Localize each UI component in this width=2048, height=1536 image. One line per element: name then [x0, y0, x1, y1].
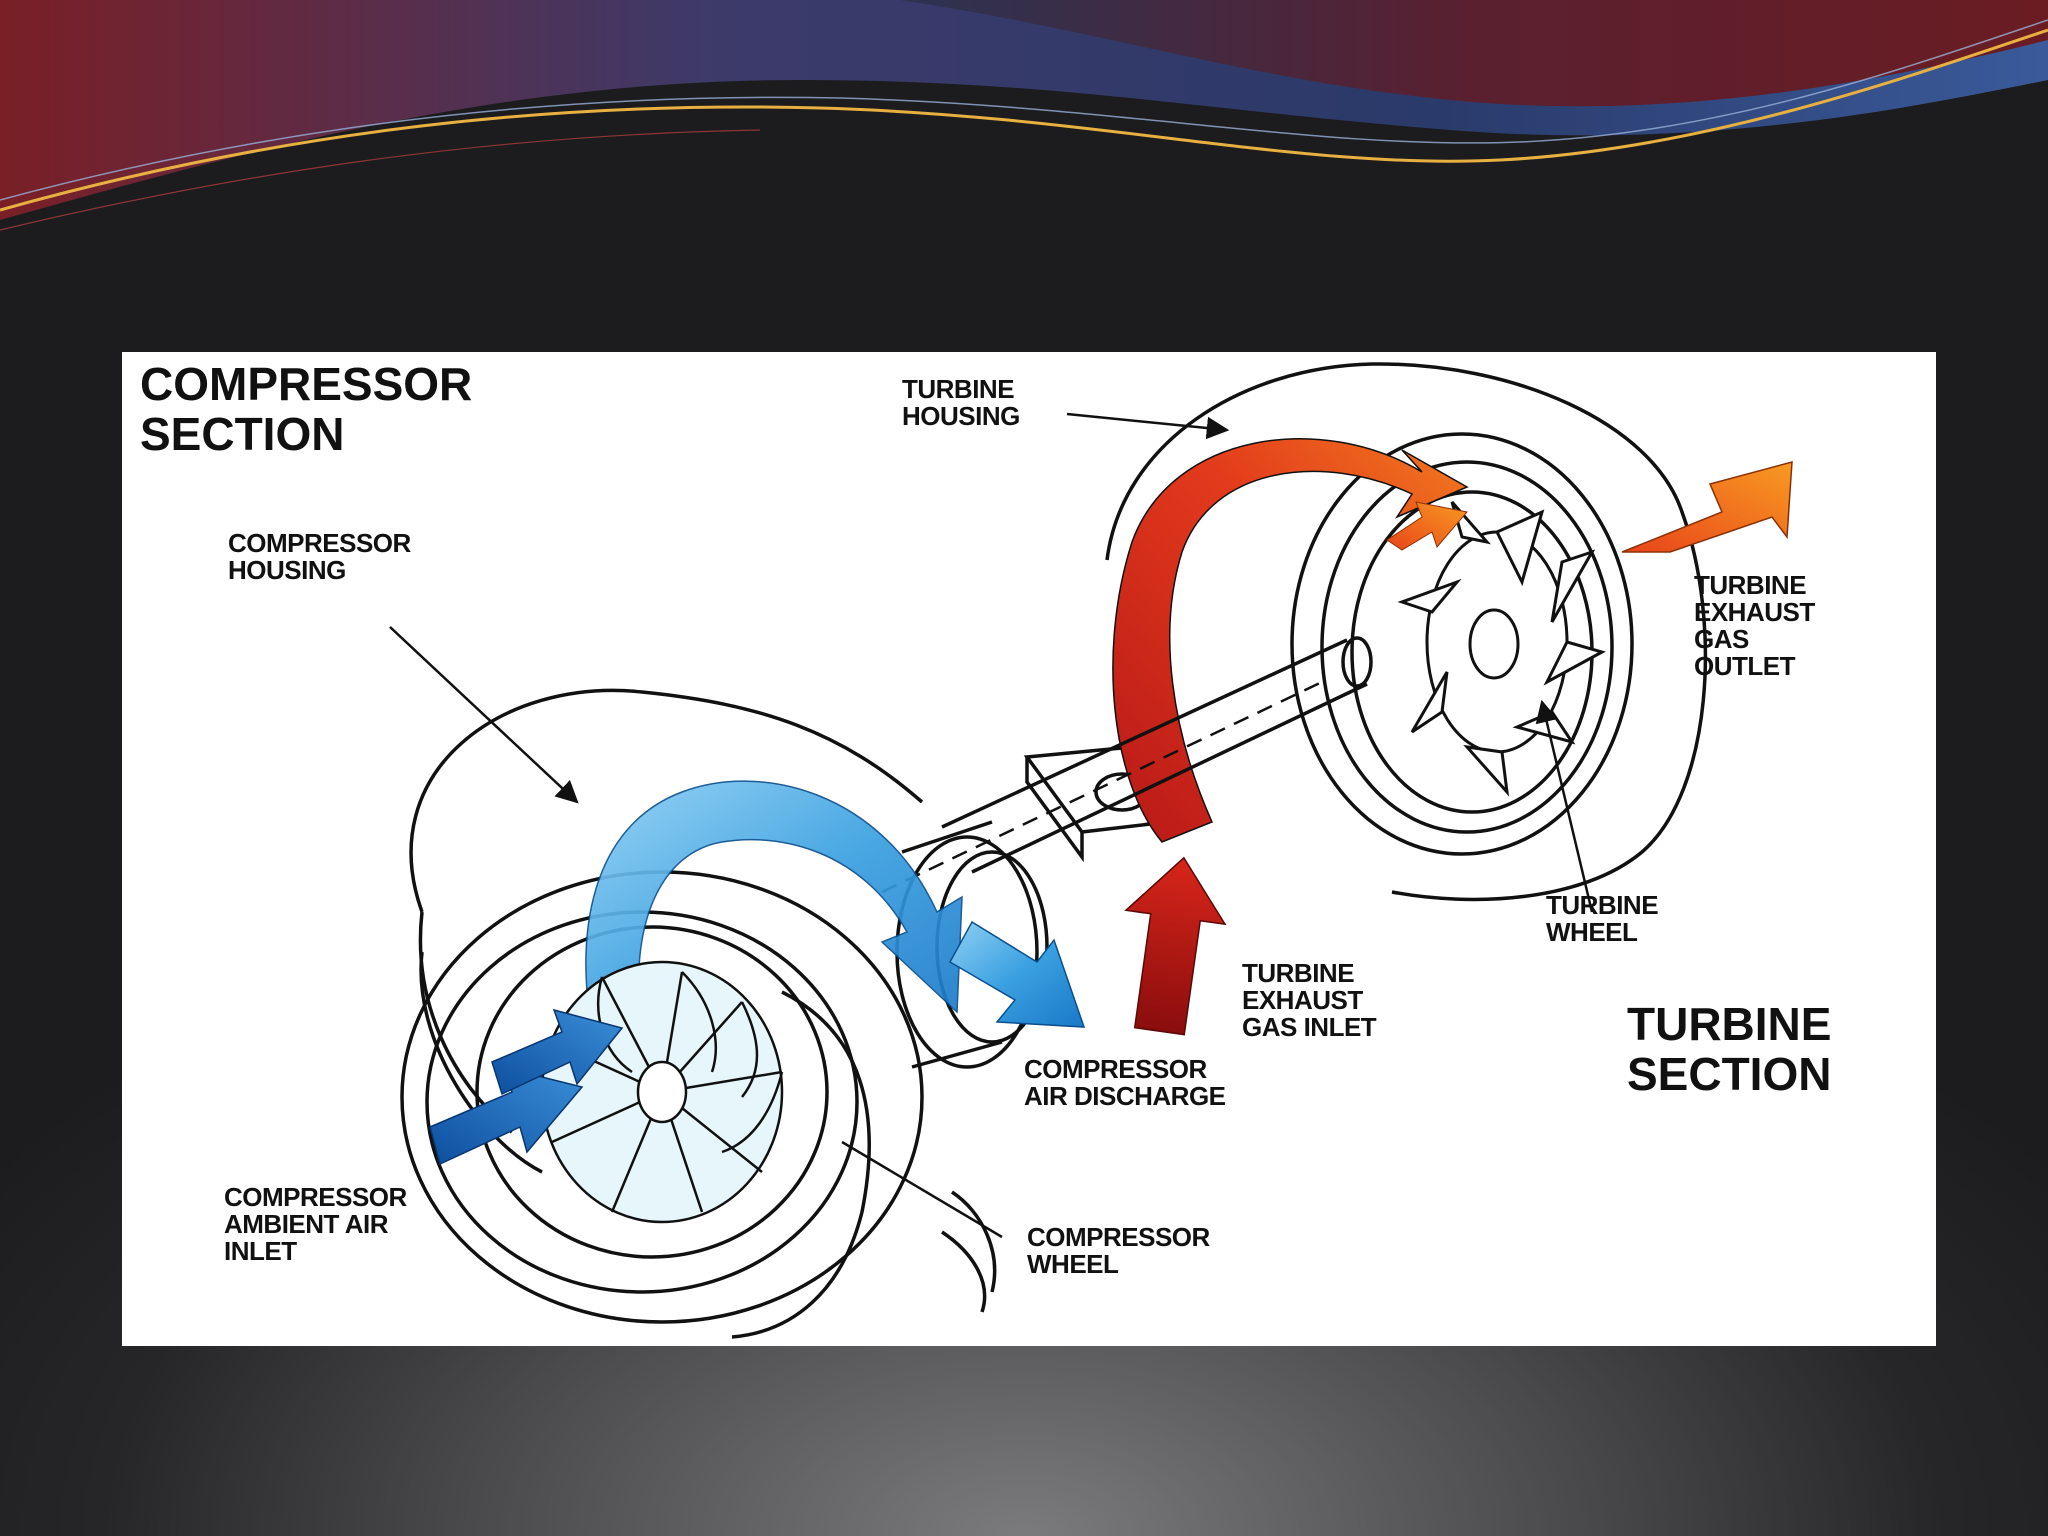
turbocharger-diagram-panel: COMPRESSOR SECTION COMPRESSOR HOUSING TU…	[122, 352, 1936, 1346]
compressor-wheel-label: COMPRESSOR WHEEL	[1027, 1222, 1210, 1280]
turbine-wheel-drawing	[1397, 501, 1606, 797]
turbine-exhaust-gas-outlet-label: TURBINE EXHAUST GAS OUTLET	[1694, 570, 1815, 682]
turbine-wheel-label: TURBINE WHEEL	[1546, 890, 1659, 948]
compressor-discharge-arrow	[948, 920, 1086, 1028]
turbo-shaft-drawing	[881, 636, 1373, 894]
compressor-housing-label: COMPRESSOR HOUSING	[228, 528, 411, 586]
turbine-section-title: TURBINE SECTION	[1627, 998, 1832, 1100]
compressor-air-discharge-label: COMPRESSOR AIR DISCHARGE	[1024, 1054, 1226, 1112]
turbine-exhaust-gas-inlet-label: TURBINE EXHAUST GAS INLET	[1242, 958, 1377, 1043]
hot-gas-flow-arrow	[1112, 438, 1469, 843]
compressor-housing-drawing	[400, 688, 1049, 1339]
turbine-gas-outlet-arrow	[1621, 461, 1793, 553]
turbine-inner-flow-arrow	[1386, 501, 1468, 551]
turbine-gas-inlet-arrow	[1124, 856, 1227, 1036]
cold-air-flow-arrow	[585, 780, 963, 1033]
compressor-ambient-air-inlet-label: COMPRESSOR AMBIENT AIR INLET	[224, 1182, 407, 1267]
compressor-section-title: COMPRESSOR SECTION	[140, 358, 473, 460]
turbocharger-illustration	[389, 362, 1793, 1339]
leader-lines	[389, 412, 1594, 1239]
header-swoosh-decoration	[0, 0, 2048, 231]
ambient-air-inlet-arrows	[429, 1008, 624, 1166]
turbine-housing-label: TURBINE HOUSING	[902, 374, 1020, 432]
